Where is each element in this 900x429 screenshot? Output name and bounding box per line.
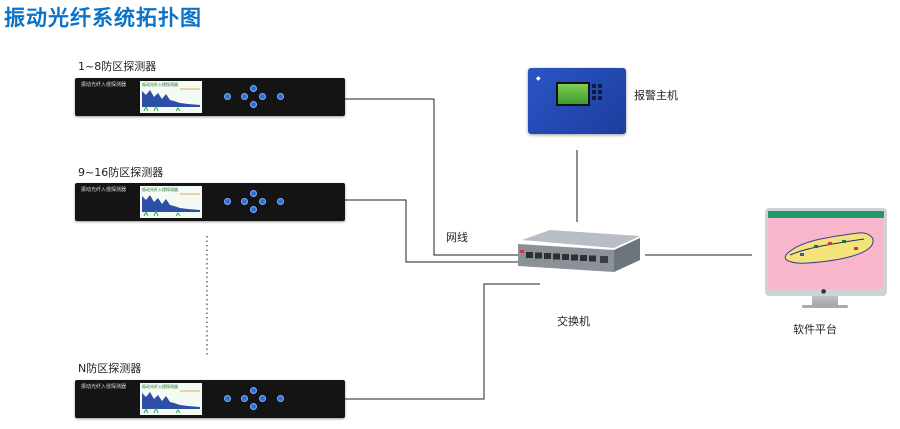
arrow-down-icon[interactable] [250,101,257,108]
confirm-button-icon[interactable] [277,198,284,205]
monitor-stand-base [802,305,848,308]
detector-lcd-screen: 振动光纤入侵探测器 [140,81,202,113]
software-platform-label: 软件平台 [793,323,837,336]
arrow-left-icon[interactable] [241,395,248,402]
detector-1-label: 1~8防区探测器 [78,60,157,73]
diagram-title: 振动光纤系统拓扑图 [4,6,202,30]
detector-lcd-screen: 振动光纤入侵探测器 [140,383,202,415]
monitor-screen [768,211,884,289]
app-toolbar [768,211,884,218]
alarm-host-device: ◆ [528,68,626,134]
arrow-up-icon[interactable] [250,387,257,394]
lcd-text: 振动光纤入侵探测器 [142,384,178,389]
confirm-button-icon[interactable] [277,395,284,402]
arrow-up-icon[interactable] [250,85,257,92]
cable-label: 网线 [446,231,468,244]
alarm-key-icon [598,96,602,100]
wire-detector-2 [345,199,520,263]
alarm-host-screen [556,82,590,106]
site-map-graphic [784,232,874,264]
lcd-text: 振动光纤入侵探测器 [142,187,178,192]
alarm-key-icon [592,96,596,100]
menu-button-icon[interactable] [224,198,231,205]
detector-2-device: 振动光纤入侵探测器 振动光纤入侵探测器 [75,183,345,221]
wire-detector-n [345,283,540,400]
arrow-left-icon[interactable] [241,198,248,205]
network-switch-device [518,230,640,272]
waveform-icon [142,193,200,217]
alarm-host-label: 报警主机 [634,89,678,102]
monitor-stand [812,296,838,306]
arrow-right-icon[interactable] [259,395,266,402]
wire-detector-1 [345,98,520,256]
alarm-key-icon [592,90,596,94]
alarm-logo-icon: ◆ [536,75,541,82]
detector-device-name: 振动光纤入侵探测器 [81,187,127,193]
switch-label: 交换机 [557,315,590,328]
arrow-left-icon[interactable] [241,93,248,100]
apple-logo-icon: ● [821,288,827,295]
alarm-key-icon [592,84,596,88]
confirm-button-icon[interactable] [277,93,284,100]
alarm-key-icon [598,90,602,94]
lcd-text: 振动光纤入侵探测器 [142,82,178,87]
detector-lcd-screen: 振动光纤入侵探测器 [140,186,202,218]
arrow-down-icon[interactable] [250,206,257,213]
arrow-up-icon[interactable] [250,190,257,197]
detector-1-device: 振动光纤入侵探测器 振动光纤入侵探测器 [75,78,345,116]
arrow-right-icon[interactable] [259,198,266,205]
detector-2-label: 9~16防区探测器 [78,166,164,179]
software-platform-monitor: ● [765,208,887,296]
menu-button-icon[interactable] [224,395,231,402]
arrow-down-icon[interactable] [250,403,257,410]
detector-device-name: 振动光纤入侵探测器 [81,82,127,88]
alarm-key-icon [598,84,602,88]
detector-n-device: 振动光纤入侵探测器 振动光纤入侵探测器 [75,380,345,418]
waveform-icon [142,390,200,414]
menu-button-icon[interactable] [224,93,231,100]
waveform-icon [142,88,200,112]
detector-n-label: N防区探测器 [78,362,142,375]
detector-device-name: 振动光纤入侵探测器 [81,384,127,390]
arrow-right-icon[interactable] [259,93,266,100]
